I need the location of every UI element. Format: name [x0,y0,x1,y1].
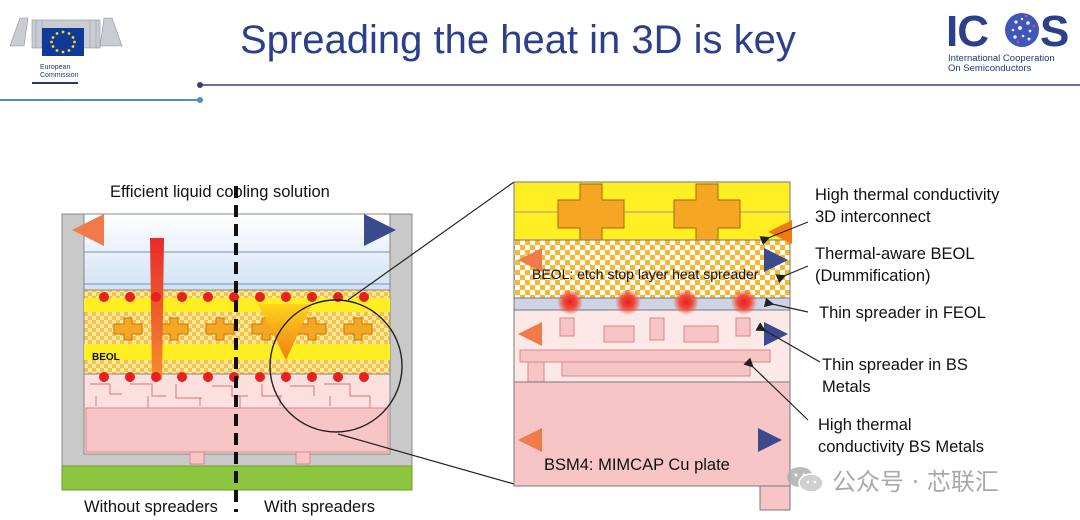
icos-logo: IC S International Cooperation On Semico… [946,4,1070,84]
caption-with-spreaders: With spreaders [264,498,375,516]
callout-high-conductivity-bs-metals: High thermal conductivity BS Metals [818,414,984,458]
icos-subtitle-line2: On Semiconductors [948,63,1032,74]
callout-thermal-aware-beol: Thermal-aware BEOL (Dummification) [815,243,975,287]
svg-text:IC: IC [946,7,988,54]
callout-thermal-aware-beol-line1: Thermal-aware BEOL [815,245,975,263]
callout-high-conductivity-bs-metals-line1: High thermal [818,416,912,434]
icos-logo-mark: IC S [946,7,1069,56]
callout-bs-metals-spreader-line2: Metals [822,378,871,396]
header-divider [0,82,1080,103]
callout-3d-interconnect: High thermal conductivity 3D interconnec… [815,184,999,228]
eu-logo-line2: Commission [40,72,79,79]
wechat-icon [787,466,824,493]
callout-thermal-aware-beol-line2: (Dummification) [815,267,931,285]
eu-logo: European Commission [6,6,126,84]
svg-text:S: S [1040,7,1069,54]
callout-high-conductivity-bs-metals-line2: conductivity BS Metals [818,438,984,456]
callout-3d-interconnect-line2: 3D interconnect [815,208,931,226]
watermark-text: 公众号 · 芯联汇 [832,468,999,496]
page-title: Spreading the heat in 3D is key [240,18,796,62]
callout-3d-interconnect-line1: High thermal conductivity [815,186,1000,204]
icos-subtitle-line1: International Cooperation [948,53,1055,64]
bsm4-label: BSM4: MIMCAP Cu plate [544,456,730,474]
callout-bs-metals-spreader-line1: Thin spreader in BS [822,356,968,374]
watermark: 公众号 · 芯联汇 [786,462,999,497]
callout-feol-spreader: Thin spreader in FEOL [819,302,986,324]
eu-logo-line1: European [40,64,71,71]
hotspot-row-top [99,292,369,302]
eu-underline [32,82,78,84]
callout-feol-spreader-line1: Thin spreader in FEOL [819,304,986,322]
beol-spreader-label: BEOL: etch stop layer heat spreader [532,266,759,282]
beol-tag: BEOL [92,352,120,363]
commission-building-icon [9,17,123,56]
ffeol-hotspots [557,289,757,315]
left-diagram-title: Efficient liquid cooling solution [110,183,330,201]
caption-without-spreaders: Without spreaders [84,498,218,516]
hotspot-row-bottom [99,372,369,382]
callout-bs-metals-spreader: Thin spreader in BS Metals [822,354,968,398]
